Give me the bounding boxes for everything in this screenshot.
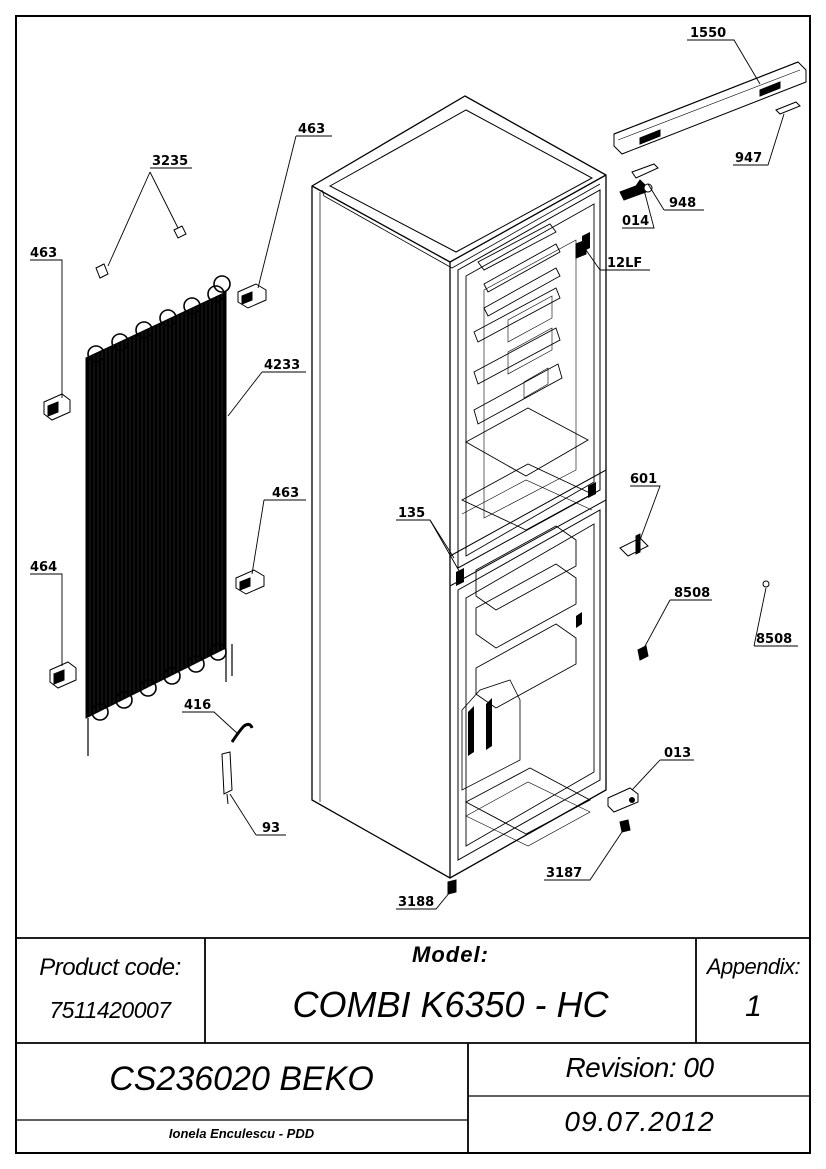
label-93: 93 xyxy=(262,821,280,836)
model-label: Model: xyxy=(412,942,489,967)
revision: Revision: 00 xyxy=(565,1052,714,1083)
label-464: 464 xyxy=(30,560,57,575)
label-3188: 3188 xyxy=(398,895,434,910)
drawing-number: CS236020 BEKO xyxy=(109,1060,374,1098)
label-463-mid: 463 xyxy=(272,486,299,501)
label-12lf: 12LF xyxy=(607,256,642,271)
drawing-frame xyxy=(15,15,811,1154)
title-block-grid xyxy=(15,937,811,1154)
label-3235: 3235 xyxy=(152,154,188,169)
product-code-value: 7511420007 xyxy=(49,997,171,1023)
label-8508-a: 8508 xyxy=(674,586,710,601)
cabinet xyxy=(311,95,607,879)
label-014: 014 xyxy=(622,214,649,229)
label-416: 416 xyxy=(184,698,211,713)
label-4233: 4233 xyxy=(264,358,300,373)
label-135: 135 xyxy=(398,506,425,521)
appendix-label: Appendix: xyxy=(706,954,801,979)
label-463-top: 463 xyxy=(298,122,325,137)
label-013: 013 xyxy=(664,746,691,761)
label-948: 948 xyxy=(669,196,696,211)
label-947: 947 xyxy=(735,151,762,166)
revision-date: 09.07.2012 xyxy=(564,1106,715,1137)
product-code-label: Product code: xyxy=(39,954,181,981)
part-labels: 1550 947 948 014 12LF 463 3235 463 4233 … xyxy=(30,26,792,910)
appendix-value: 1 xyxy=(745,990,762,1023)
label-463-left: 463 xyxy=(30,246,57,261)
author: Ionela Enculescu - PDD xyxy=(168,1126,315,1141)
label-8508-b: 8508 xyxy=(756,632,792,647)
leader-lines xyxy=(30,39,798,910)
small-parts xyxy=(43,61,807,895)
label-601: 601 xyxy=(630,472,657,487)
model-value: COMBI K6350 - HC xyxy=(292,984,609,1025)
label-3187: 3187 xyxy=(546,866,582,881)
label-1550: 1550 xyxy=(690,26,726,41)
condenser-coil xyxy=(85,275,233,756)
